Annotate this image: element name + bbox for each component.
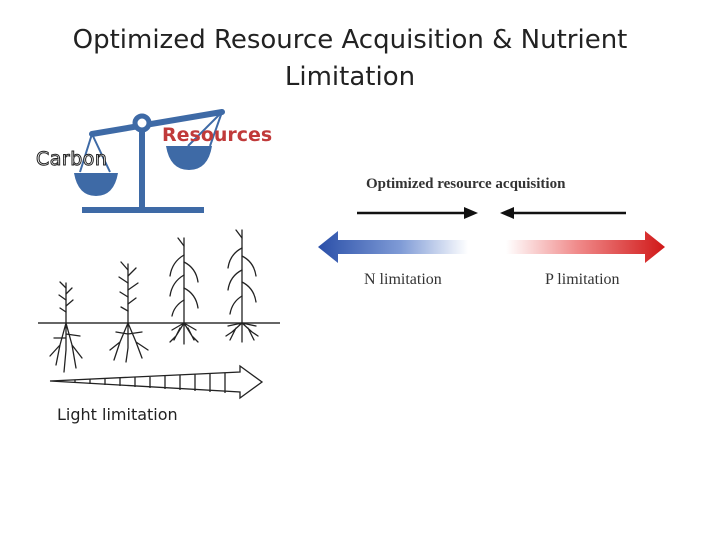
scale-left-label: Carbon [35, 148, 108, 171]
n-limitation-arrow [318, 231, 468, 263]
plant-1 [49, 281, 83, 373]
n-limitation-label: N limitation [364, 271, 442, 288]
slide-title: Optimized Resource Acquisition & Nutrien… [30, 22, 670, 96]
optimized-acquisition-label: Optimized resource acquisition [366, 176, 566, 192]
plant-4 [225, 229, 259, 343]
light-limitation-arrow [49, 364, 264, 400]
title-line-1: Optimized Resource Acquisition & Nutrien… [72, 25, 628, 55]
p-limitation-label: P limitation [545, 271, 620, 288]
p-limitation-arrow [506, 231, 665, 263]
convergence-arrows [357, 207, 626, 219]
plant-3 [169, 237, 199, 345]
scale-right-label: Resources [162, 124, 273, 146]
light-limitation-label: Light limitation [57, 405, 178, 424]
plant-2 [109, 261, 149, 363]
title-line-2: Limitation [284, 62, 416, 92]
balance-scale-icon [74, 109, 225, 213]
